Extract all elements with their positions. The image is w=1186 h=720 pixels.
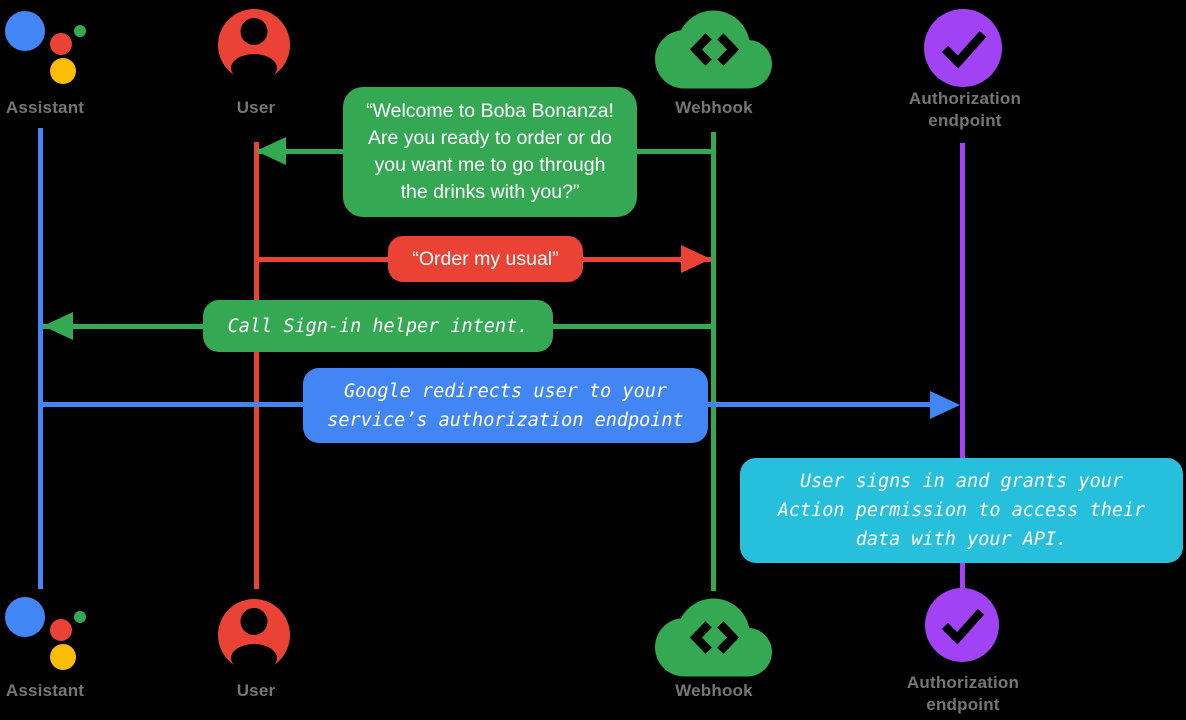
order-message-text: “Order my usual” — [412, 247, 559, 270]
order-message-bubble: “Order my usual” — [388, 236, 583, 282]
signin-arrowhead-left-icon — [43, 312, 73, 340]
assistant-green-dot-icon — [74, 611, 86, 623]
grant-note-bubble: User signs in and grants your Action per… — [740, 458, 1183, 563]
user-label-top: User — [236, 98, 276, 117]
assistant-green-dot-icon — [74, 25, 86, 37]
order-arrowhead-right-icon — [681, 245, 711, 273]
user-lifeline — [254, 142, 259, 589]
signin-message-bubble: Call Sign-in helper intent. — [203, 300, 553, 352]
assistant-label-bottom: Assistant — [5, 681, 85, 700]
assistant-lifeline — [38, 128, 43, 589]
webhook-label-top: Webhook — [675, 98, 753, 117]
assistant-red-dot-icon — [50, 619, 72, 641]
webhook-lifeline — [711, 132, 716, 591]
welcome-message-text: “Welcome to Boba Bonanza! Are you ready … — [366, 100, 614, 203]
assistant-yellow-dot-icon — [50, 58, 76, 84]
redirect-arrowhead-right-icon — [930, 391, 960, 419]
assistant-yellow-dot-icon — [50, 644, 76, 670]
assistant-red-dot-icon — [50, 33, 72, 55]
webhook-cloud-icon-bottom — [655, 598, 772, 677]
webhook-cloud-icon — [655, 10, 772, 89]
grant-note-text: User signs in and grants your Action per… — [777, 471, 1146, 550]
user-icon-bottom — [218, 599, 290, 672]
redirect-message-text: Google redirects user to your service’s … — [327, 380, 684, 431]
redirect-message-bubble: Google redirects user to your service’s … — [303, 368, 708, 443]
welcome-message-bubble: “Welcome to Boba Bonanza! Are you ready … — [343, 87, 637, 217]
authorization-check-icon — [924, 9, 1002, 87]
authorization-endpoint-label-bottom: Authorization endpoint — [906, 673, 1020, 714]
authorization-check-icon-bottom — [925, 588, 999, 662]
assistant-blue-dot-icon — [5, 597, 45, 637]
assistant-blue-dot-icon — [5, 11, 45, 51]
user-label-bottom: User — [236, 681, 276, 700]
assistant-label-top: Assistant — [5, 98, 85, 117]
user-icon — [218, 9, 290, 82]
authorization-endpoint-label-top: Authorization endpoint — [908, 89, 1022, 130]
authorization-endpoint-lifeline — [960, 143, 965, 592]
signin-message-text: Call Sign-in helper intent. — [227, 315, 529, 337]
webhook-label-bottom: Webhook — [675, 681, 753, 700]
welcome-arrowhead-left-icon — [256, 137, 286, 165]
